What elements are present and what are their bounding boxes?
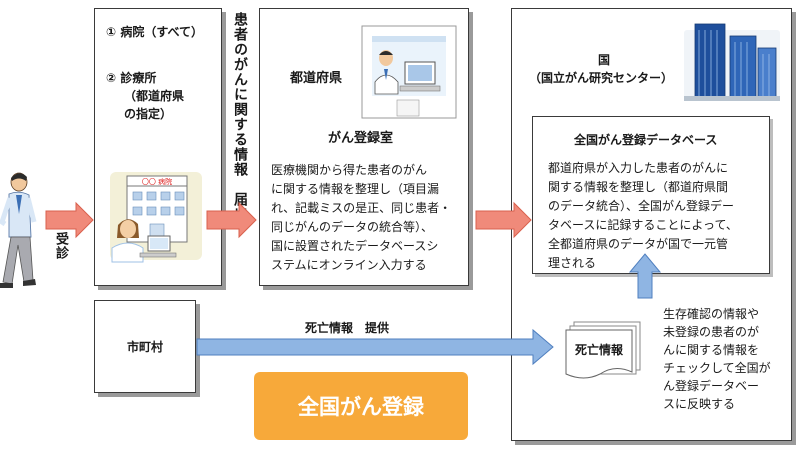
patient-to-facility-arrow: [45, 201, 94, 239]
death-info-arrow: [196, 328, 554, 366]
death-info-document-icon: [565, 321, 641, 379]
municipality-label: 市町村: [127, 340, 164, 354]
prefecture-desc-line: に関する情報を整理し（項目漏: [271, 182, 440, 196]
death-info-flow-label: 死亡情報 提供: [305, 321, 390, 335]
clinic-note-line1: （都道府県: [124, 89, 185, 103]
national-database-box: [532, 116, 770, 274]
clinic-item: ② 診療所: [106, 71, 157, 85]
hospital-sign: 〇〇 病院: [142, 177, 172, 186]
country-subtitle: （国立がん研究センター）: [529, 71, 674, 85]
prefecture-desc-line: れ、記載ミスの是正、同じ患者・: [271, 201, 452, 215]
registry-office-icon: [361, 25, 457, 119]
prefecture-to-country-arrow: [475, 201, 532, 239]
prefecture-desc-line: ステムにオンライン入力する: [271, 258, 427, 272]
prefecture-desc-line: 国に設置されたデータベースシ: [271, 239, 439, 253]
prefecture-title: 都道府県: [290, 71, 343, 86]
update-database-arrow: [628, 253, 662, 299]
check-desc-line: ん登録データベー: [663, 379, 760, 393]
visit-label: 受診: [53, 232, 68, 260]
database-desc-line: のデータ統合）、全国がん登録デー: [548, 199, 735, 213]
check-desc-line: チェックして全国が: [663, 361, 771, 375]
prefecture-desc-line: 同じがんのデータの統合等）、: [271, 220, 434, 234]
facility-to-prefecture-arrow: [206, 201, 257, 239]
clinic-note-line2: の指定）: [124, 107, 173, 121]
check-desc-line: 未登録の患者のが: [663, 325, 760, 339]
staff-at-computer-icon: [111, 219, 177, 263]
database-desc-line: 関する情報を整理し（都道府県間: [548, 180, 729, 194]
check-desc-line: 生存確認の情報や: [663, 307, 760, 321]
walking-patient-icon: [0, 172, 37, 288]
national-cancer-registry-badge: 全国がん登録: [254, 372, 468, 440]
report-flow-label: 患者のがんに関する情報 届出: [232, 12, 248, 222]
hospital-item: ① 病院（すべて）: [106, 25, 204, 39]
country-title: 国: [598, 53, 611, 67]
database-title: 全国がん登録データベース: [574, 133, 718, 147]
database-desc-line: 都道府県が入力した患者のがんに: [548, 161, 729, 175]
national-cancer-center-building-icon: [684, 23, 780, 101]
check-desc-line: スに反映する: [663, 397, 736, 411]
check-desc-line: んに関する情報を: [663, 343, 760, 357]
registry-office-title: がん登録室: [328, 131, 394, 146]
municipality-box: [94, 300, 196, 393]
database-desc-line: 理される: [548, 256, 597, 270]
death-info-document-label: 死亡情報: [575, 342, 624, 357]
prefecture-desc-line: 医療機関から得た患者のがん: [271, 163, 428, 177]
database-desc-line: 全都道府県のデータが国で一元管: [548, 237, 729, 251]
database-desc-line: タベースに記録することによって、: [548, 218, 738, 232]
